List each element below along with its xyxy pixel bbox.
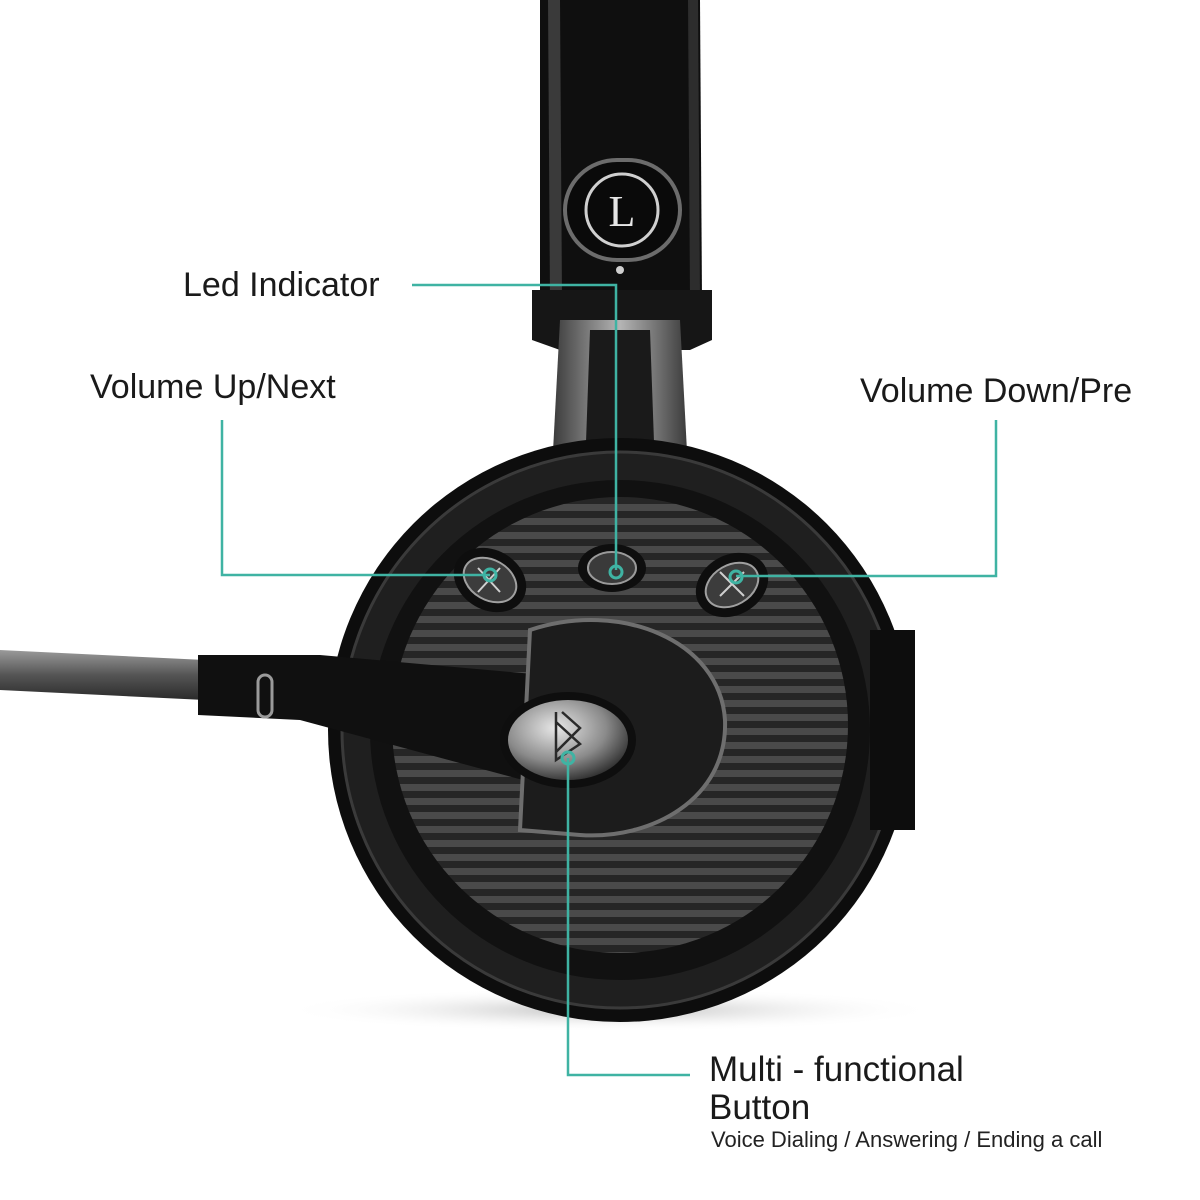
- callout-dots: [482, 564, 744, 766]
- volume-down-button-icon: [695, 552, 769, 618]
- volume-down-label: Volume Down/Pre: [860, 372, 1133, 410]
- callout-line-volume-up: [220, 420, 490, 577]
- callout-lines: [220, 283, 998, 1077]
- multi-functional-label-line2: Button: [709, 1088, 811, 1127]
- multi-function-button: [500, 692, 636, 788]
- headband: L: [532, 0, 712, 470]
- callout-line-volume-down: [736, 420, 998, 578]
- headband-letter: L: [609, 187, 636, 236]
- led-indicator-label: Led Indicator: [183, 266, 380, 304]
- callout-line-led: [412, 283, 618, 570]
- multi-functional-label-line1: Multi - functional: [709, 1050, 964, 1089]
- volume-up-label: Volume Up/Next: [90, 368, 336, 406]
- multi-functional-note: Voice Dialing / Answering / Ending a cal…: [711, 1127, 1103, 1152]
- callout-line-multi: [566, 758, 690, 1077]
